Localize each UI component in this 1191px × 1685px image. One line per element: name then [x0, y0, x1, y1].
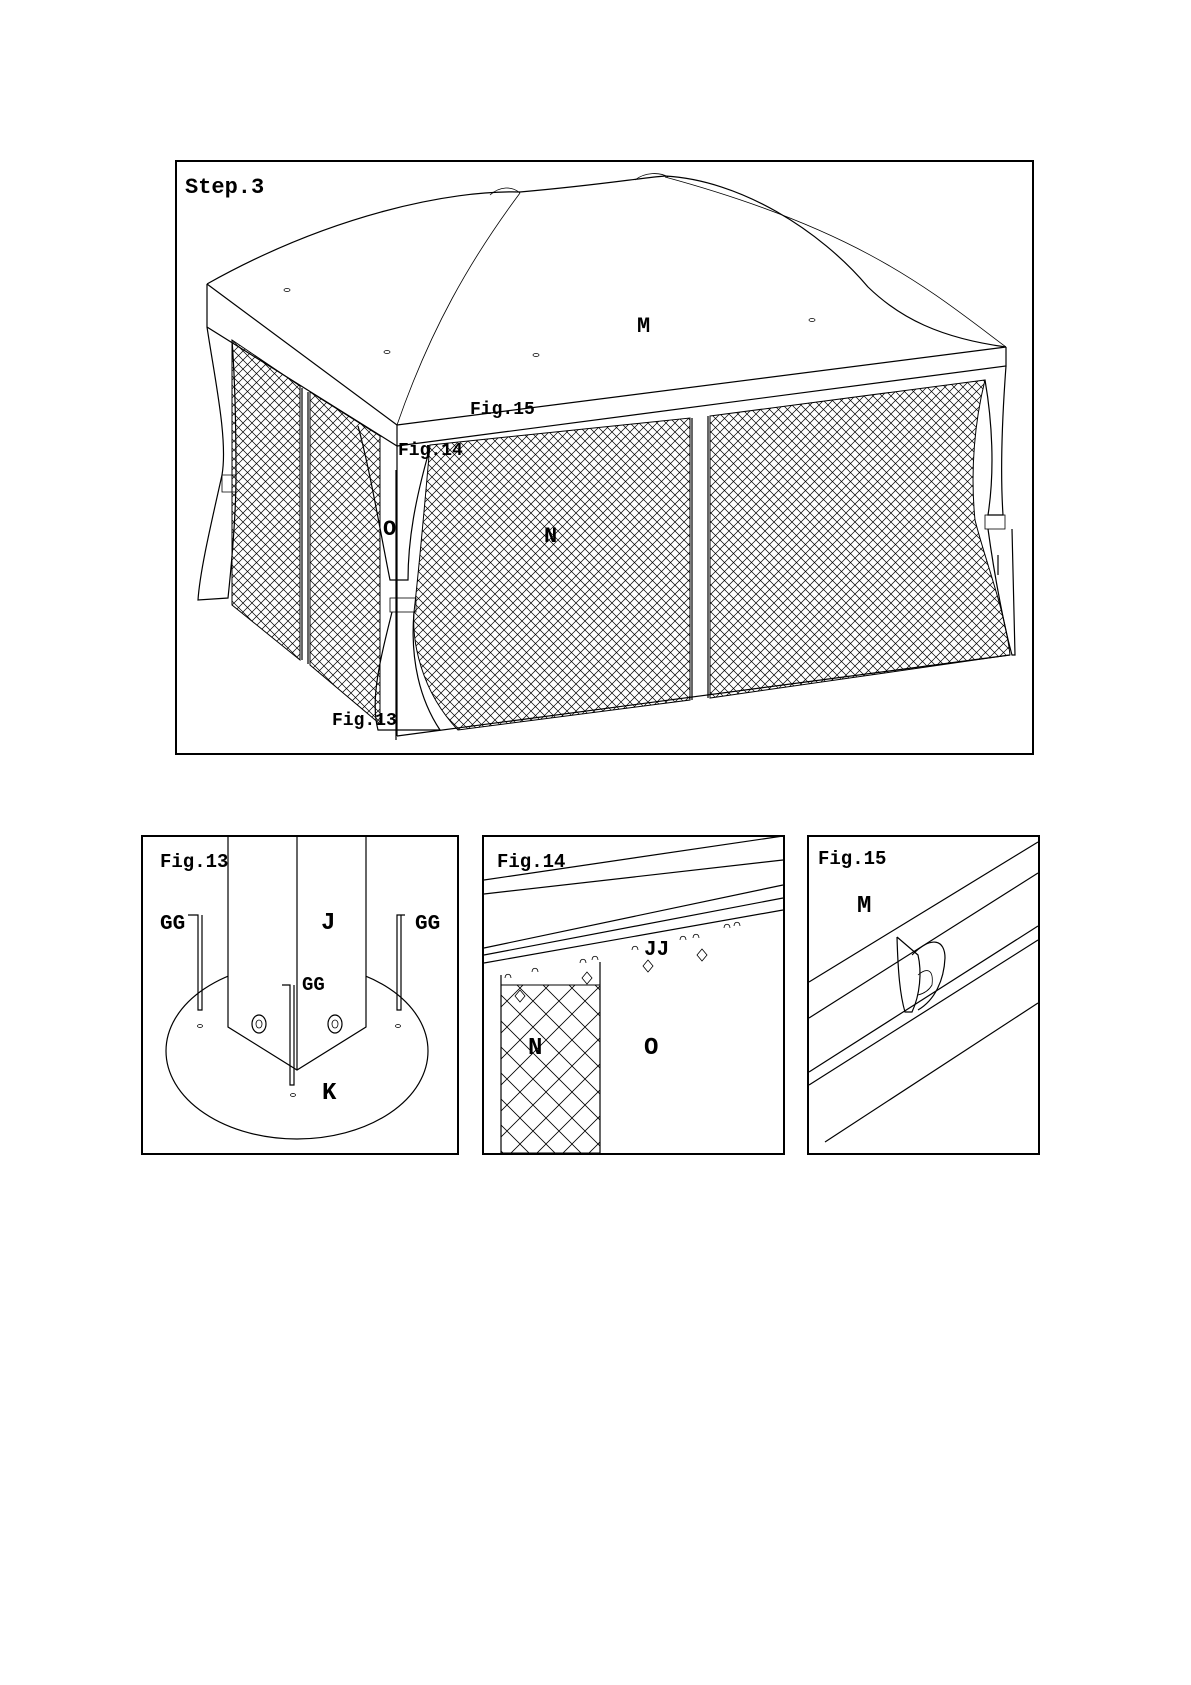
fig13-base: K — [322, 1080, 337, 1107]
fig13-title: Fig.13 — [160, 851, 228, 873]
fig14-panel: Fig.14 JJ N O — [483, 836, 784, 1154]
netting-panel — [501, 985, 600, 1153]
fig14-netting: N — [528, 1035, 542, 1062]
fig13-post: J — [321, 910, 335, 937]
label-fig14-ref: Fig.14 — [398, 441, 463, 461]
step3-panel: Step.3 M Fig.15 Fig.14 O N Fig.13 — [176, 161, 1033, 754]
fig14-title: Fig.14 — [497, 851, 565, 873]
netting-left — [232, 340, 380, 724]
label-fig15-ref: Fig.15 — [470, 400, 535, 420]
fig15-canopy: M — [857, 893, 871, 920]
label-fig13-ref: Fig.13 — [332, 711, 397, 731]
fig13-panel: Fig.13 GG GG GG J K — [142, 836, 458, 1154]
step-title: Step.3 — [185, 175, 264, 200]
fig14-curtain: O — [644, 1035, 658, 1062]
fig13-gg-left: GG — [160, 913, 185, 936]
label-curtain: O — [383, 517, 396, 542]
fig13-gg-right: GG — [415, 913, 440, 936]
label-canopy: M — [637, 314, 650, 339]
fig15-title: Fig.15 — [818, 848, 886, 870]
fig15-panel: Fig.15 M — [808, 836, 1039, 1154]
fig14-hook: JJ — [644, 939, 669, 962]
label-netting: N — [544, 524, 557, 549]
fig13-gg-center: GG — [302, 974, 325, 996]
fig15-frame — [808, 836, 1039, 1154]
